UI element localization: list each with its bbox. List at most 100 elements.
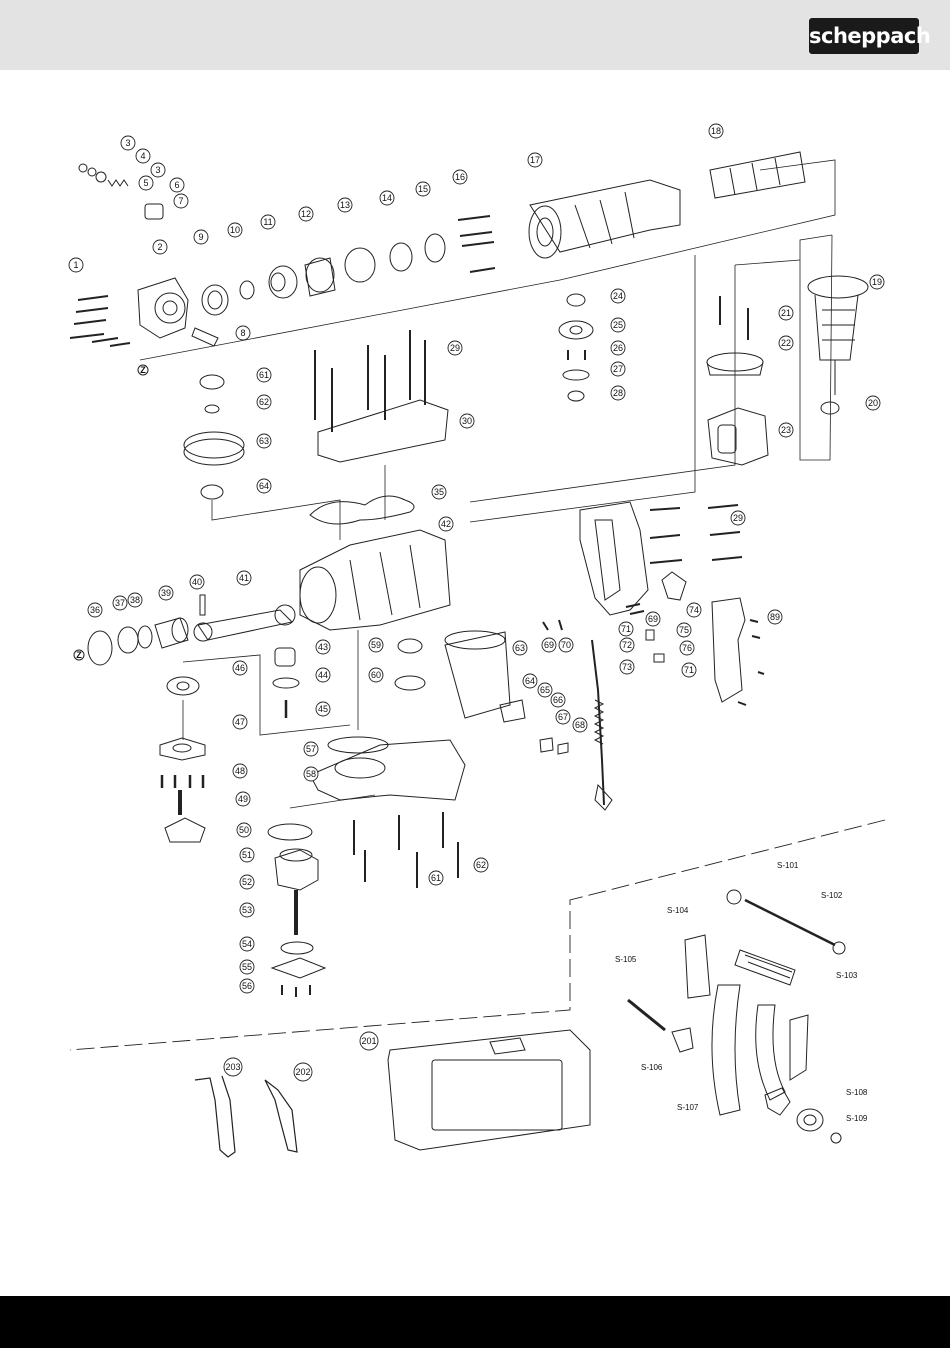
callout-circle	[730, 510, 746, 526]
callout-68: 68	[572, 717, 588, 733]
callout-71: 71	[618, 621, 634, 637]
callout-8: 8	[235, 325, 251, 341]
callout-number: 64	[259, 481, 269, 491]
callout-9: 9	[193, 229, 209, 245]
callout-62: 62	[256, 394, 272, 410]
callout-circle	[679, 640, 695, 656]
callout-number: 3	[155, 165, 160, 175]
callout-1: 1	[68, 257, 84, 273]
callout-circle	[127, 592, 143, 608]
callout-21: 21	[778, 305, 794, 321]
callout-circle	[303, 741, 319, 757]
callout-number: 3	[125, 138, 130, 148]
callout-number: 39	[161, 588, 171, 598]
callout-circle	[610, 340, 626, 356]
callout-67: 67	[555, 709, 571, 725]
callout-number: 54	[242, 939, 252, 949]
brand-logo: scheppach	[809, 18, 931, 54]
callout-29: 29	[730, 510, 746, 526]
callout-circle	[169, 177, 185, 193]
callout-circle	[256, 433, 272, 449]
callout-43: 43	[315, 639, 331, 655]
callout-number: 15	[418, 184, 428, 194]
callout-55: 55	[239, 959, 255, 975]
callout-circle	[315, 639, 331, 655]
callout-203: 203	[223, 1057, 243, 1077]
callout-13: 13	[337, 197, 353, 213]
callout-circle	[619, 659, 635, 675]
callout-number: 71	[621, 624, 631, 634]
z-reference-mark: Z	[137, 364, 149, 376]
callout-circle	[223, 1057, 243, 1077]
callout-number: 65	[540, 685, 550, 695]
callout-18: 18	[708, 123, 724, 139]
callout-number: 8	[240, 328, 245, 338]
callout-circle	[610, 361, 626, 377]
callout-number: 69	[544, 640, 554, 650]
callout-circle	[232, 714, 248, 730]
callout-number: 9	[198, 232, 203, 242]
callout-16: 16	[452, 169, 468, 185]
callout-number: 48	[235, 766, 245, 776]
callout-circle	[778, 335, 794, 351]
callout-49: 49	[235, 791, 251, 807]
callout-69: 69	[645, 611, 661, 627]
callout-circle	[293, 1062, 313, 1082]
callout-number: 71	[684, 665, 694, 675]
callout-202: 202	[293, 1062, 313, 1082]
callout-62: 62	[473, 857, 489, 873]
callout-number: 1	[73, 260, 78, 270]
callout-number: 29	[450, 343, 460, 353]
callout-number: 203	[225, 1062, 240, 1072]
callout-75: 75	[676, 622, 692, 638]
callout-circle	[447, 340, 463, 356]
callout-number: 61	[259, 370, 269, 380]
callout-48: 48	[232, 763, 248, 779]
accessory-label-s-108: S-108	[846, 1088, 868, 1097]
callout-45: 45	[315, 701, 331, 717]
callout-circle	[522, 673, 538, 689]
callout-circle	[315, 667, 331, 683]
callout-number: 89	[770, 612, 780, 622]
callout-circle	[256, 394, 272, 410]
z-mark-letter: Z	[76, 650, 82, 660]
callout-number: 16	[455, 172, 465, 182]
callout-number: 24	[613, 291, 623, 301]
callout-number: 56	[242, 981, 252, 991]
callout-64: 64	[522, 673, 538, 689]
callout-number: 75	[679, 625, 689, 635]
callout-number: 57	[306, 744, 316, 754]
callout-number: 41	[239, 573, 249, 583]
callout-50: 50	[236, 822, 252, 838]
callout-number: 6	[174, 180, 179, 190]
callout-47: 47	[232, 714, 248, 730]
callout-44: 44	[315, 667, 331, 683]
callout-circle	[87, 602, 103, 618]
callout-circle	[138, 175, 154, 191]
callout-circle	[572, 717, 588, 733]
header-bar	[0, 0, 950, 70]
callout-number: 42	[441, 519, 451, 529]
callout-63: 63	[256, 433, 272, 449]
callout-46: 46	[232, 660, 248, 676]
callout-circle	[260, 214, 276, 230]
accessory-label-s-107: S-107	[677, 1103, 699, 1112]
callout-number: 53	[242, 905, 252, 915]
callout-circle	[303, 766, 319, 782]
callout-circle	[235, 791, 251, 807]
callout-number: 26	[613, 343, 623, 353]
callout-number: 72	[622, 640, 632, 650]
callout-circle	[452, 169, 468, 185]
callout-number: 5	[143, 178, 148, 188]
callout-3: 3	[150, 162, 166, 178]
callout-number: 38	[130, 595, 140, 605]
callout-number: 11	[263, 217, 272, 227]
callout-circle	[120, 135, 136, 151]
callout-circle	[676, 622, 692, 638]
callout-51: 51	[239, 847, 255, 863]
callout-circle	[150, 162, 166, 178]
callout-73: 73	[619, 659, 635, 675]
callout-circle	[708, 123, 724, 139]
callout-number: 58	[306, 769, 316, 779]
